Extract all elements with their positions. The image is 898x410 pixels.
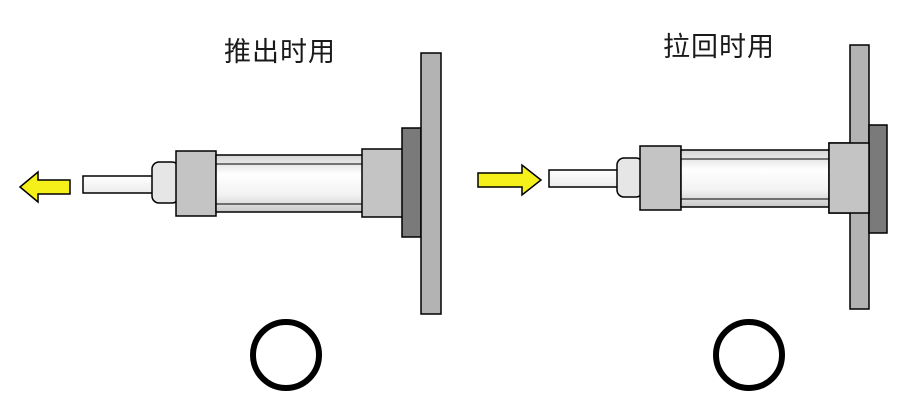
- push-out-caption: 推出时用: [224, 37, 336, 68]
- left-panel-drawing: [18, 52, 442, 391]
- mount-flange: [868, 124, 888, 234]
- rod-nose: [616, 157, 644, 198]
- front-cap-block: [175, 150, 217, 217]
- rod-nose: [151, 161, 180, 204]
- piston-rod: [548, 169, 622, 188]
- correct-mark-icon: [713, 319, 785, 391]
- mount-flange: [401, 127, 422, 238]
- pull-back-caption: 拉回时用: [663, 32, 775, 63]
- pull-arrow-icon: [477, 163, 543, 197]
- rear-cap-block: [361, 148, 405, 218]
- correct-mark-icon: [250, 319, 322, 391]
- front-cap-block: [639, 145, 682, 211]
- right-panel-drawing: [477, 44, 888, 391]
- piston-rod: [82, 175, 158, 194]
- push-arrow-icon: [18, 170, 71, 204]
- mount-plate: [420, 52, 442, 315]
